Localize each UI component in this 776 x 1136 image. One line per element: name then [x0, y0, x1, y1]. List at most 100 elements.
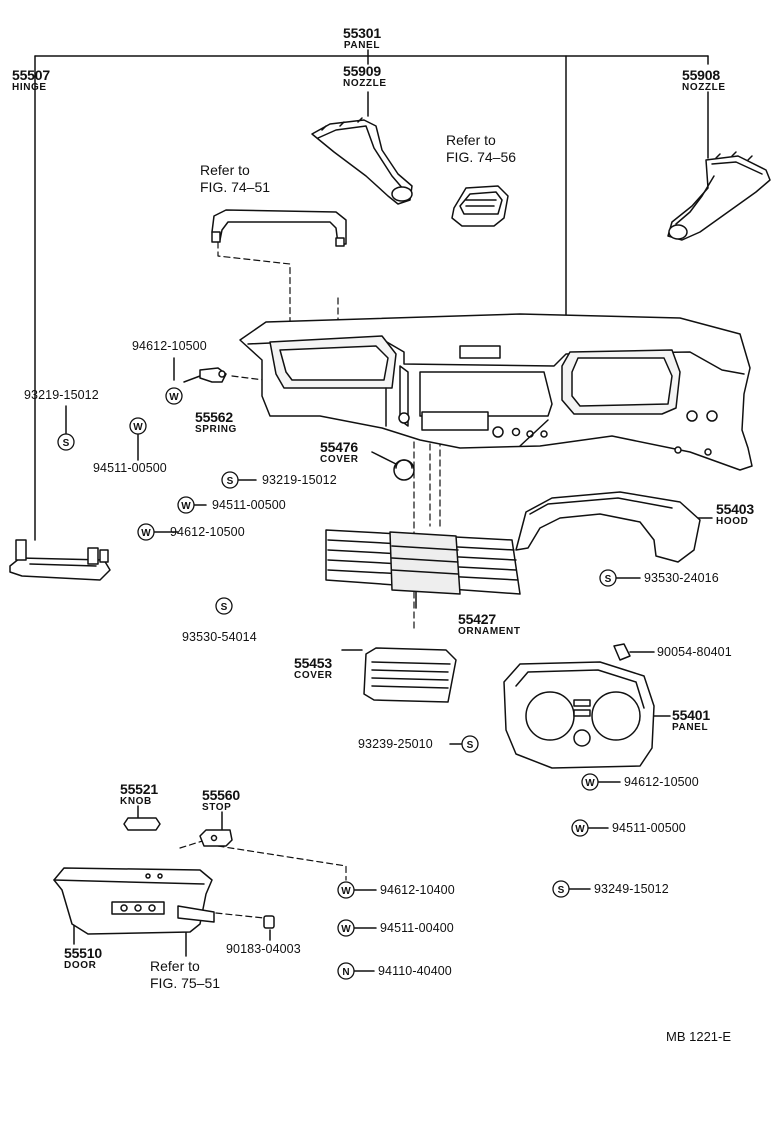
label-55427: 55427 ORNAMENT: [458, 612, 521, 637]
fastener-90183-04003: 90183-04003: [226, 942, 301, 956]
knob-55521: [124, 818, 160, 830]
part-number-55908: 55908: [682, 67, 720, 83]
part-name-55403: HOOD: [716, 516, 749, 527]
fastener-94511-00500-b: 94511-00500: [212, 498, 286, 512]
part-number-55507: 55507: [12, 67, 50, 83]
badge-w-94612-10500-a: [165, 387, 183, 405]
fastener-93249-15012: 93249-15012: [594, 882, 669, 896]
fastener-94612-10500-a: 94612-10500: [132, 339, 207, 353]
svg-text:S: S: [227, 476, 234, 487]
glovebox-door-55510: [54, 868, 214, 934]
svg-text:N: N: [342, 967, 349, 978]
part-name-55909: NOZZLE: [343, 78, 387, 89]
vent-fig-74-56: [452, 186, 508, 226]
svg-text:W: W: [133, 422, 143, 433]
part-number-55521: 55521: [120, 781, 158, 797]
part-number-55476: 55476: [320, 439, 358, 455]
fastener-94511-00500-c: 94511-00500: [612, 821, 686, 835]
label-55908: 55908 NOZZLE: [682, 68, 726, 93]
spring-55562: [200, 368, 226, 382]
part-number-55562: 55562: [195, 409, 233, 425]
assembly-dashed-lines: [179, 241, 441, 919]
part-name-55562: SPRING: [195, 424, 237, 435]
badge-letters: W S W S W W S S S W W W S W N: [63, 392, 612, 978]
fastener-93530-24016: 93530-24016: [644, 571, 719, 585]
clip-90054-80401: [614, 644, 630, 660]
meter-panel-55401: [504, 662, 654, 768]
part-number-55301: 55301: [343, 25, 381, 41]
svg-text:W: W: [181, 501, 191, 512]
fastener-93219-15012-b: 93219-15012: [262, 473, 337, 487]
part-number-55909: 55909: [343, 63, 381, 79]
svg-text:W: W: [575, 824, 585, 835]
cover-55453: [364, 648, 456, 702]
part-number-55401: 55401: [672, 707, 710, 723]
leader-lines: [34, 49, 713, 972]
badge-w-94511-00500-b: [177, 496, 195, 514]
nozzle-55908: [668, 152, 770, 240]
fastener-90054-80401: 90054-80401: [657, 645, 732, 659]
fastener-badges: [57, 387, 617, 980]
part-name-55401: PANEL: [672, 722, 709, 733]
cover-55476: [394, 460, 414, 480]
hood-55403: [516, 492, 700, 562]
label-55909: 55909 NOZZLE: [343, 64, 387, 89]
fastener-93530-54014: 93530-54014: [182, 630, 257, 644]
svg-text:S: S: [605, 574, 612, 585]
label-55521: 55521 KNOB: [120, 782, 158, 807]
part-name-55301: PANEL: [343, 40, 381, 51]
stop-55560: [200, 830, 232, 846]
part-name-55507: HINGE: [12, 82, 47, 93]
svg-text:S: S: [63, 438, 70, 449]
part-number-55403: 55403: [716, 501, 754, 517]
svg-text:W: W: [169, 392, 179, 403]
part-name-55908: NOZZLE: [682, 82, 726, 93]
fastener-93219-15012-a: 93219-15012: [24, 388, 99, 402]
fastener-94110-40400: 94110-40400: [378, 964, 452, 978]
label-55476: 55476 COVER: [320, 440, 359, 465]
part-name-55560: STOP: [202, 802, 232, 813]
refer-note-fig-75-51: Refer to FIG. 75–51: [150, 958, 221, 991]
label-55401: 55401 PANEL: [672, 708, 710, 733]
badge-w-94612-10400: [337, 881, 355, 899]
badge-w-94511-00500-a: [129, 417, 147, 435]
badge-s-93239-25010: [461, 735, 479, 753]
badge-s-93530-24016: [599, 569, 617, 587]
part-number-55427: 55427: [458, 611, 496, 627]
part-number-55453: 55453: [294, 655, 332, 671]
label-55301: 55301 PANEL: [343, 26, 381, 51]
badge-s-93249-15012: [552, 880, 570, 898]
badge-w-94612-10500-b: [137, 523, 155, 541]
part-name-55453: COVER: [294, 670, 333, 681]
hinge-55507: [10, 540, 110, 580]
nozzle-55909: [312, 118, 412, 204]
label-55560: 55560 STOP: [202, 788, 240, 813]
fastener-94612-10500-c: 94612-10500: [624, 775, 699, 789]
badge-w-94612-10500-c: [581, 773, 599, 791]
badge-w-94511-00500-c: [571, 819, 589, 837]
grip-handle-fig-74-51: [212, 210, 346, 246]
cushion-90183-04003: [264, 916, 274, 928]
refer-note-fig-74-56: Refer to FIG. 74–56: [446, 132, 517, 165]
fastener-94511-00500-a: 94511-00500: [93, 461, 167, 475]
part-name-55476: COVER: [320, 454, 359, 465]
svg-text:W: W: [341, 886, 351, 897]
label-55562: 55562 SPRING: [195, 410, 237, 435]
refer-note-fig-74-51: Refer to FIG. 74–51: [200, 162, 271, 195]
label-55507: 55507 HINGE: [12, 68, 50, 93]
label-55510: 55510 DOOR: [64, 946, 102, 971]
label-55453: 55453 COVER: [294, 656, 333, 681]
part-name-55510: DOOR: [64, 960, 97, 971]
svg-text:W: W: [141, 528, 151, 539]
part-number-55510: 55510: [64, 945, 102, 961]
part-number-55560: 55560: [202, 787, 240, 803]
figure-code: MB 1221-E: [666, 1029, 732, 1044]
fastener-94612-10400: 94612-10400: [380, 883, 455, 897]
fastener-94511-00400: 94511-00400: [380, 921, 454, 935]
part-name-55427: ORNAMENT: [458, 626, 521, 637]
svg-text:W: W: [341, 924, 351, 935]
badge-w-94511-00400: [337, 919, 355, 937]
fastener-94612-10500-b: 94612-10500: [170, 525, 245, 539]
